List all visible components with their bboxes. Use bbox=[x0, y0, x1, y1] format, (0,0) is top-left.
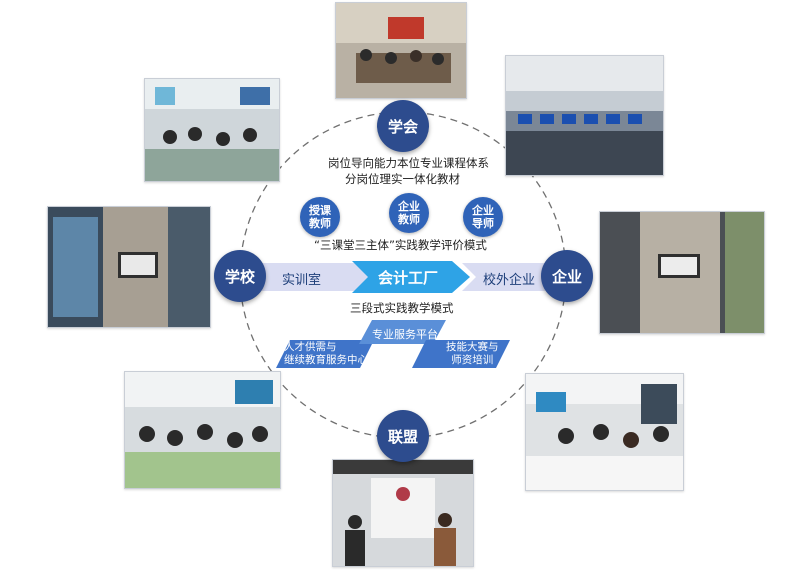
teacher-lecturer-line2: 教师 bbox=[309, 217, 331, 230]
teacher-mentor-line2: 导师 bbox=[472, 217, 494, 230]
node-lianmeng: 联盟 bbox=[377, 410, 429, 462]
photo-plaque-right bbox=[599, 211, 765, 334]
caption-curriculum: 岗位导向能力本位专业课程体系 bbox=[328, 156, 489, 170]
photo-classroom-bottomright bbox=[525, 373, 684, 491]
photo-meeting-top bbox=[335, 2, 467, 99]
platform-center-shape bbox=[359, 320, 446, 344]
band-left-segment bbox=[262, 263, 370, 291]
band-right-segment bbox=[462, 263, 545, 291]
node-qiye: 企业 bbox=[541, 250, 593, 302]
teacher-enterprise-line1: 企业 bbox=[398, 200, 420, 213]
caption-textbook: 分岗位理实一体化教材 bbox=[345, 172, 460, 186]
photo-computer-lab bbox=[505, 55, 664, 176]
photo-classroom-bottomleft bbox=[124, 371, 281, 489]
node-xuehui: 学会 bbox=[377, 100, 429, 152]
platform-left-label: 人才供需与 继续教育服务中心 bbox=[284, 341, 368, 367]
photo-two-people bbox=[332, 459, 474, 567]
platform-right-line1: 技能大赛与 bbox=[446, 341, 499, 353]
platform-left-shape bbox=[276, 340, 374, 368]
band-label-external-enterprise: 校外企业 bbox=[483, 273, 536, 288]
photo-classroom-topleft bbox=[144, 78, 280, 182]
node-xuexiao: 学校 bbox=[214, 250, 266, 302]
teacher-enterprise-line2: 教师 bbox=[398, 213, 420, 226]
teacher-enterprise: 企业教师 bbox=[389, 193, 429, 233]
platform-left-line2: 继续教育服务中心 bbox=[284, 354, 368, 366]
caption-evaluation: “三课堂三主体”实践教学评价模式 bbox=[314, 238, 487, 252]
platform-center-label: 专业服务平台 bbox=[372, 328, 438, 341]
platform-left-line1: 人才供需与 bbox=[284, 341, 337, 353]
band-label-accounting-factory: 会计工厂 bbox=[378, 269, 439, 287]
platform-right-line2: 师资培训 bbox=[451, 354, 494, 366]
band-label-training-room: 实训室 bbox=[282, 273, 322, 288]
teacher-mentor: 企业导师 bbox=[463, 197, 503, 237]
caption-three-stage: 三段式实践教学模式 bbox=[350, 301, 454, 315]
teacher-mentor-line1: 企业 bbox=[472, 204, 494, 217]
teacher-lecturer: 授课教师 bbox=[300, 197, 340, 237]
teacher-lecturer-line1: 授课 bbox=[309, 204, 331, 217]
photo-plaque-left bbox=[47, 206, 211, 328]
platform-right-shape bbox=[412, 340, 510, 368]
band-center-arrow bbox=[352, 261, 470, 293]
platform-right-label: 技能大赛与 师资培训 bbox=[446, 341, 499, 367]
